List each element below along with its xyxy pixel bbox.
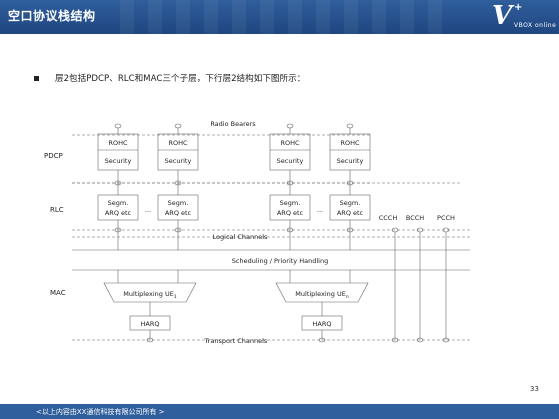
security-label: Security (165, 157, 192, 165)
logo-mark: V (492, 1, 513, 31)
bullet-dot-icon (34, 76, 39, 81)
logo-plus: + (514, 2, 523, 13)
header-decoration (120, 0, 450, 34)
rohc-label: ROHC (168, 139, 188, 147)
segm-label: Segm. (280, 199, 301, 207)
rohc-label: ROHC (280, 139, 300, 147)
page-number: 33 (530, 385, 539, 393)
arq-label: ARQ etc (105, 209, 132, 217)
ellipsis: ... (145, 206, 151, 214)
footer-text: <以上内容由XX通信科技有限公司所有 > (36, 408, 165, 416)
arq-label: ARQ etc (165, 209, 192, 217)
ellipsis: ... (317, 206, 323, 214)
arq-label: ARQ etc (337, 209, 364, 217)
ccch-label: CCCH (379, 214, 398, 222)
harq-label: HARQ (313, 320, 332, 328)
scheduling-label: Scheduling / Priority Handling (232, 257, 328, 265)
radio-bearers-label: Radio Bearers (210, 120, 256, 128)
slide-title: 空口协议栈结构 (8, 9, 96, 23)
multiplexing-uen-label: Multiplexing UEn (295, 290, 349, 300)
pdcp-layer-label: PDCP (44, 152, 63, 160)
security-label: Security (337, 157, 364, 165)
arq-label: ARQ etc (277, 209, 304, 217)
harq-label: HARQ (141, 320, 160, 328)
bcch-label: BCCH (406, 214, 424, 222)
rlc-layer-label: RLC (50, 206, 64, 214)
slide-footer: <以上内容由XX通信科技有限公司所有 > (0, 404, 559, 419)
segm-label: Segm. (168, 199, 189, 207)
rohc-label: ROHC (340, 139, 360, 147)
bullet-text: 层2包括PDCP、RLC和MAC三个子层，下行层2结构如下图所示： (55, 74, 306, 84)
mac-layer-label: MAC (50, 289, 66, 297)
bullet-item: 层2包括PDCP、RLC和MAC三个子层，下行层2结构如下图所示： (34, 72, 305, 84)
segm-label: Segm. (108, 199, 129, 207)
security-label: Security (277, 157, 304, 165)
company-logo: V + VBOX online (492, 1, 557, 33)
logical-channels-label: Logical Channels (213, 233, 269, 241)
layer2-structure-diagram: Radio Bearers PDCP RLC MAC ROHC ROHC ROH… (44, 120, 470, 345)
slide-header: 空口协议栈结构 V + VBOX online (0, 0, 559, 34)
transport-channels-label: Transport Channels (204, 337, 268, 345)
security-label: Security (105, 157, 132, 165)
segm-label: Segm. (340, 199, 361, 207)
logo-text: VBOX online (514, 22, 557, 29)
pcch-label: PCCH (437, 214, 455, 222)
multiplexing-ue1-label: Multiplexing UE1 (123, 290, 177, 300)
rohc-label: ROHC (108, 139, 128, 147)
